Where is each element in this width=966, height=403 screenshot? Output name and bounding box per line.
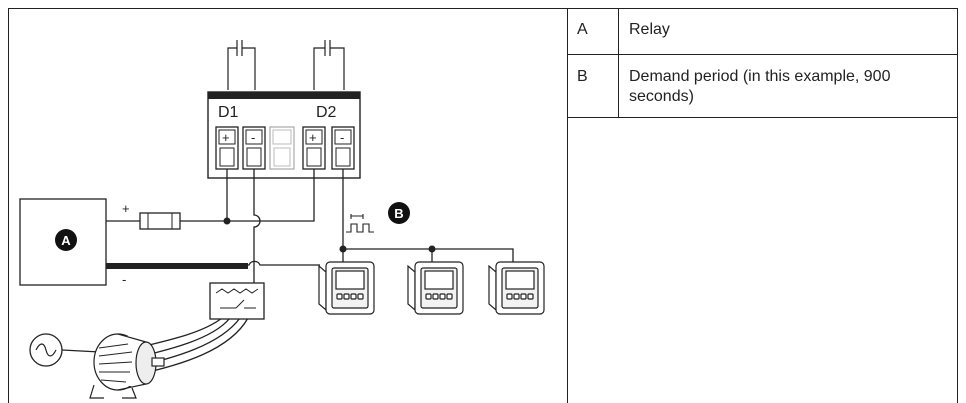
terminal-d1-minus: - (242, 126, 266, 170)
fuse (139, 212, 181, 230)
terminal-d1-plus-label: + (222, 130, 230, 145)
contact-symbol-d1 (227, 40, 256, 90)
junction-dot (339, 245, 347, 253)
junction-dot (428, 245, 436, 253)
terminal-d2-plus-label: + (309, 130, 317, 145)
contact-symbol-d2 (313, 40, 345, 90)
callout-a-label: A (61, 233, 71, 248)
supply-minus-label: - (122, 272, 126, 287)
supply-plus-label: + (122, 201, 130, 216)
callout-b-label: B (394, 206, 403, 221)
pulse-icon (346, 214, 374, 233)
legend-text: Demand period (in this example, 900 seco… (618, 54, 958, 118)
legend-row: A Relay (568, 8, 958, 55)
terminal-d2-minus-label: - (340, 130, 344, 145)
power-meter (407, 261, 464, 315)
legend-table: A Relay B Demand period (in this example… (568, 8, 958, 118)
callout-b-badge (388, 202, 410, 224)
motor-icon (89, 333, 165, 399)
terminal-label-d2: D2 (316, 104, 337, 121)
callout-a-badge (55, 229, 77, 251)
terminal-d1-plus: + (215, 126, 239, 170)
legend-text: Relay (618, 8, 958, 55)
negative-bus (106, 263, 248, 269)
junction-dot (223, 217, 231, 225)
power-meter (318, 261, 375, 315)
terminal-d1-minus-label: - (251, 130, 255, 145)
legend-key: B (568, 54, 619, 118)
legend-row: B Demand period (in this example, 900 se… (568, 54, 958, 118)
legend-key: A (568, 8, 619, 55)
terminal-label-d1: D1 (218, 104, 239, 121)
wiring-diagram: D1 D2 + - + - (19, 40, 545, 399)
contactor (209, 282, 265, 320)
power-meter (488, 261, 545, 315)
terminal-d2-minus: - (331, 126, 355, 170)
terminal-block-header (208, 92, 360, 99)
figure-divider (567, 8, 568, 403)
figure-frame (8, 8, 958, 403)
terminal-d2-plus: + (302, 126, 326, 170)
terminal-empty (269, 126, 295, 170)
